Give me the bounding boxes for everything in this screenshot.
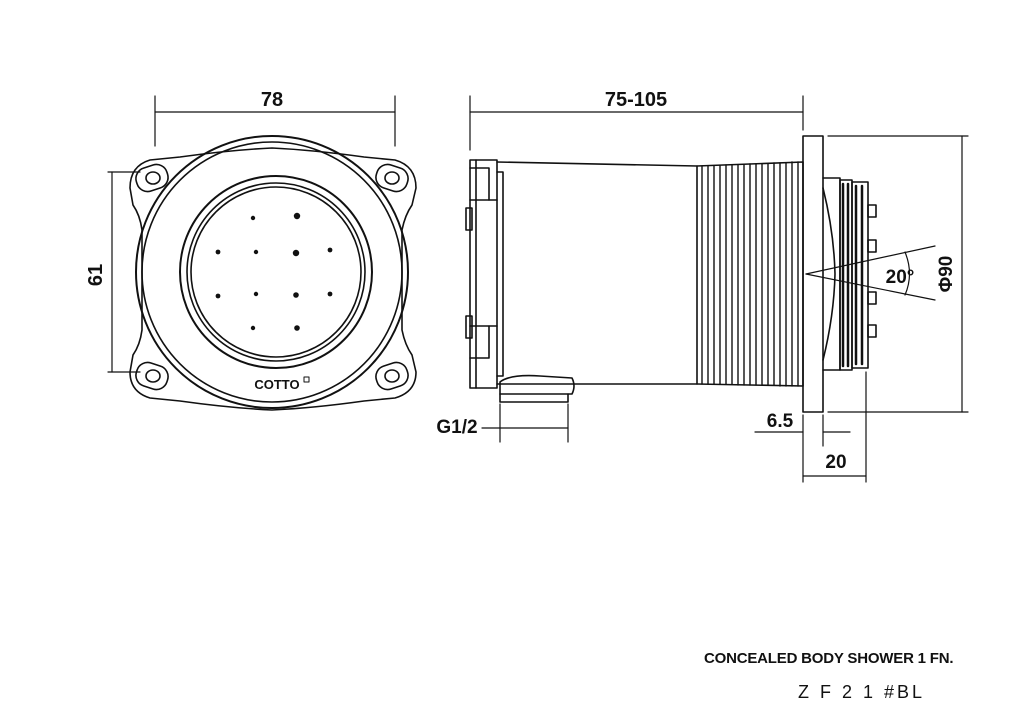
faceplate-outer <box>135 135 409 409</box>
front-view <box>129 135 417 411</box>
dim-front-width: 78 <box>261 89 283 111</box>
faceplate-inner <box>141 141 403 403</box>
head <box>822 177 841 371</box>
spray-nozzles <box>215 212 333 331</box>
dim-diameter: Φ90 <box>936 256 957 293</box>
rear-plate <box>469 159 498 389</box>
dim-front-height: 61 <box>85 264 107 286</box>
bracket-holes <box>135 163 409 391</box>
brand-logo: COTTO <box>254 377 299 392</box>
title-model-code: Z F 2 1 #BL <box>798 682 926 702</box>
nozzle-head-inner <box>190 186 362 358</box>
thread-lines <box>701 161 799 387</box>
title-description: CONCEALED BODY SHOWER 1 FN. <box>704 650 954 667</box>
side-view <box>465 135 877 413</box>
flange <box>802 135 824 413</box>
dimension-labels: 78 61 75-105 G1/2 6.5 20 20° Φ90 COTTO <box>85 89 957 473</box>
nozzle-head-ring <box>186 182 366 362</box>
dim-flange: 6.5 <box>767 411 794 432</box>
dim-connection: G1/2 <box>436 417 477 438</box>
spray-angle <box>805 245 936 301</box>
mounting-bracket <box>129 147 417 411</box>
dim-side-length: 75-105 <box>605 89 667 111</box>
brand-mark <box>303 376 310 383</box>
nozzle-head-outer <box>179 175 373 369</box>
side-dimensions <box>469 95 969 483</box>
head-stripes <box>841 182 864 368</box>
dim-spray-angle: 20° <box>886 267 915 288</box>
outlet <box>499 374 575 395</box>
valve-body <box>496 161 698 385</box>
dim-head-depth: 20 <box>825 452 846 473</box>
front-dimensions <box>107 95 396 373</box>
